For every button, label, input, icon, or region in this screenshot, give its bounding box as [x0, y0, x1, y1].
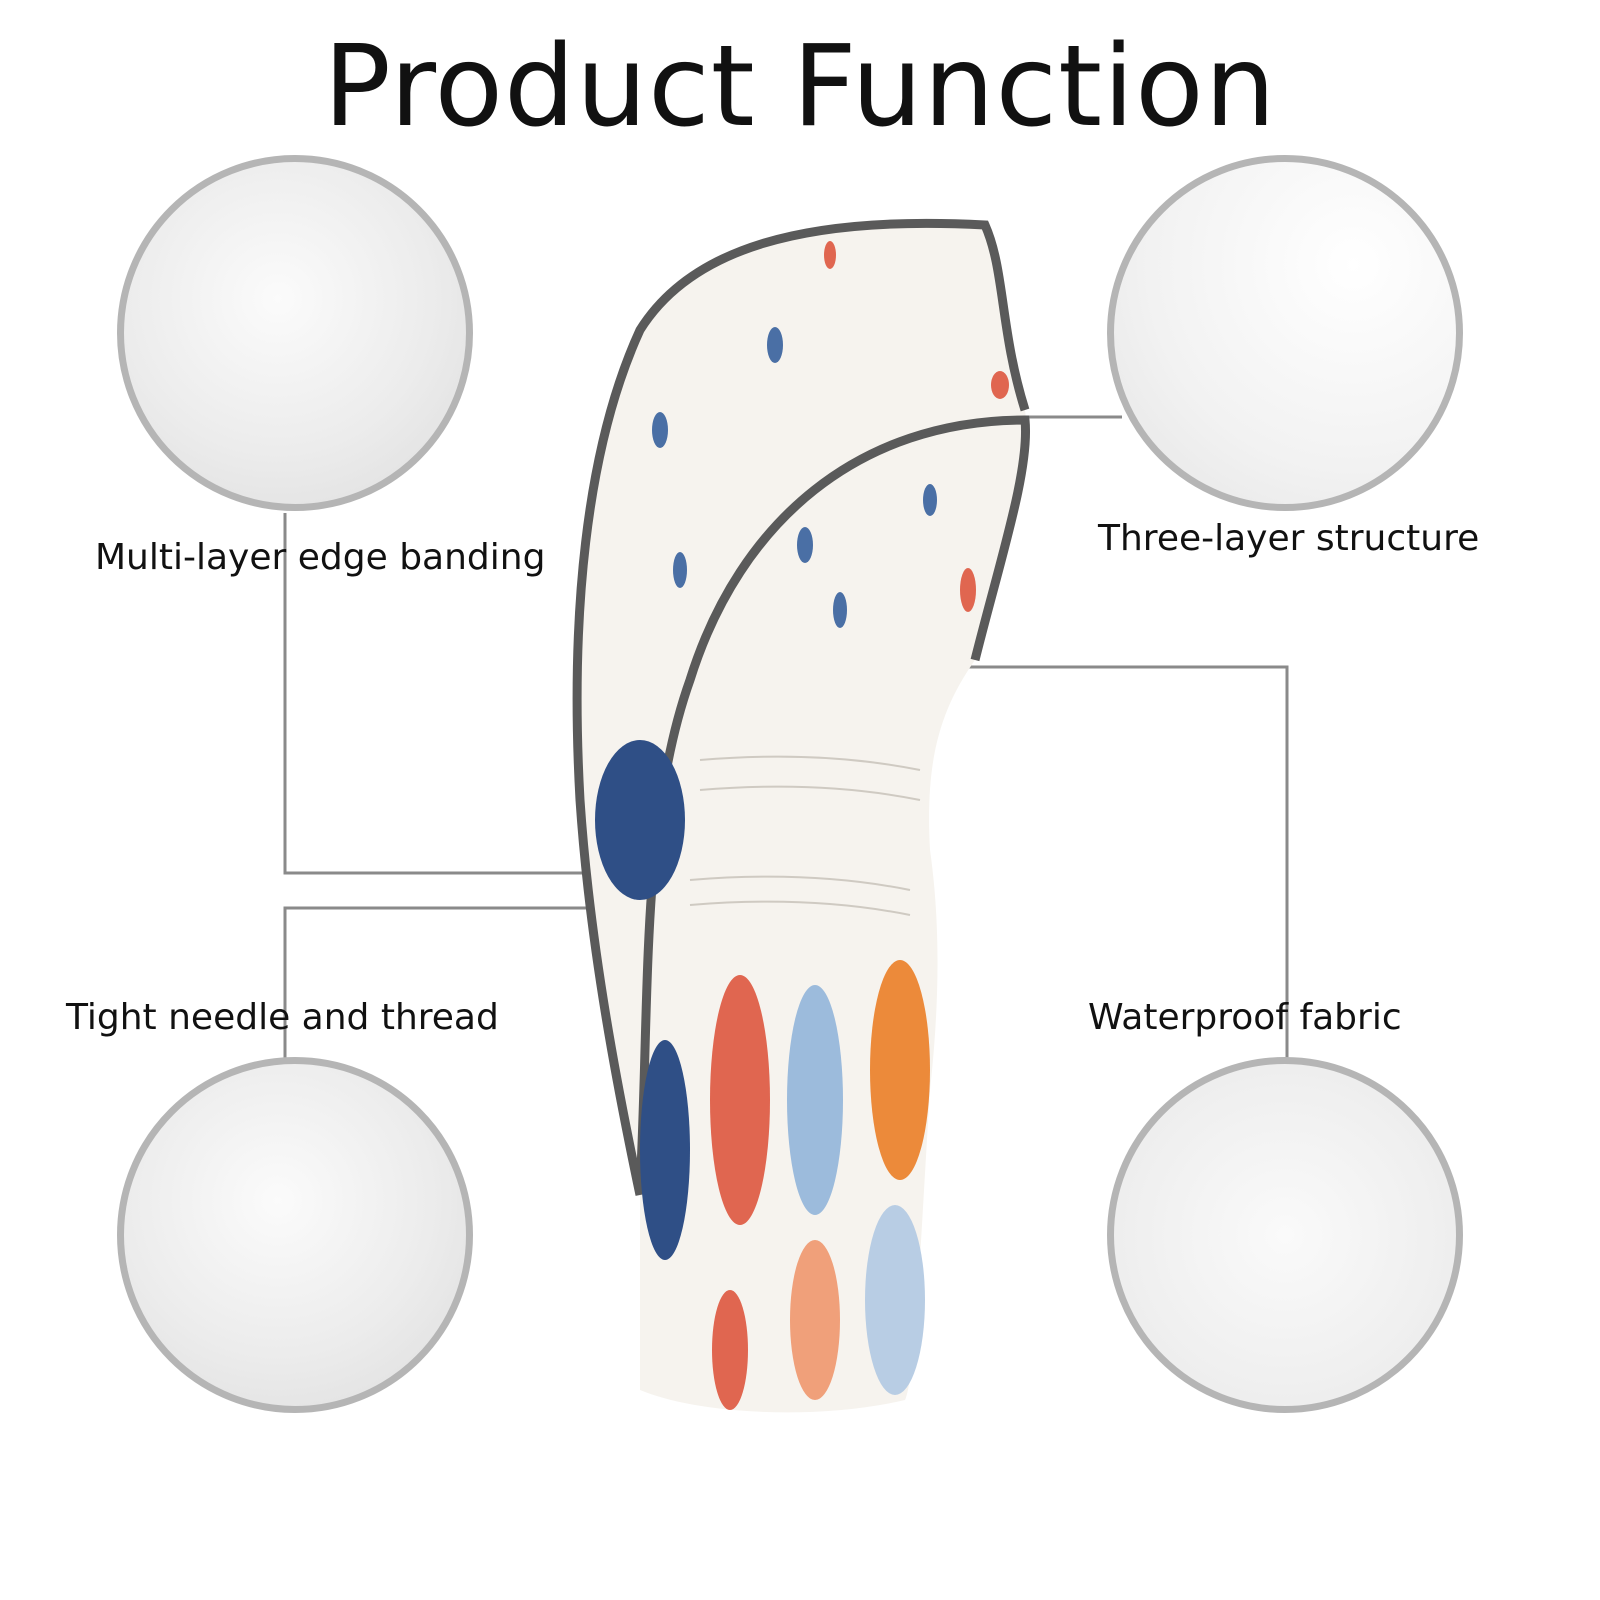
label-needle-thread: Tight needle and thread	[66, 997, 499, 1038]
label-three-layer: Three-layer structure	[1098, 518, 1480, 559]
detail-circle-three-layer	[1107, 155, 1463, 511]
detail-circle-needle-thread	[117, 1057, 473, 1413]
label-waterproof: Waterproof fabric	[1088, 997, 1402, 1038]
callout-line-waterproof	[905, 665, 1289, 1058]
callout-line-edge-banding	[283, 513, 595, 875]
label-edge-banding: Multi-layer edge banding	[95, 537, 546, 578]
page-title: Product Function	[323, 22, 1277, 152]
callout-line-needle-thread	[283, 906, 598, 1058]
detail-circle-edge-banding	[117, 155, 473, 511]
detail-circle-waterproof	[1107, 1057, 1463, 1413]
